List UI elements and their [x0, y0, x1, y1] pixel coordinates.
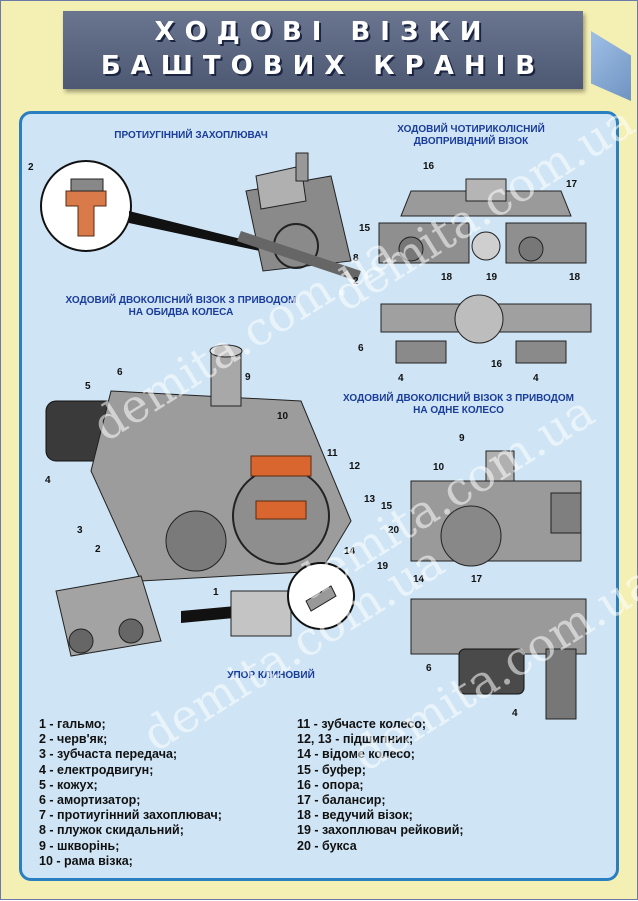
legend-item: 11 - зубчасте колесо;	[297, 717, 427, 731]
callout-13: 13	[364, 494, 376, 505]
legend-item: 5 - кожух;	[39, 777, 98, 792]
legend-item: 20 - букса	[297, 838, 357, 853]
legend-item: 3 - зубчаста передача;	[39, 747, 178, 762]
callout-6: 6	[426, 663, 432, 674]
callout-3: 3	[77, 525, 83, 536]
callout-5: 5	[85, 381, 91, 392]
legend-right: 11 - зубчасте колесо; 12, 13 - підшипник…	[297, 717, 464, 854]
callout-8: 8	[353, 253, 359, 264]
caption-two-wheel-one: ХОДОВИЙ ДВОКОЛІСНИЙ ВІЗОК З ПРИВОДОМ НА …	[343, 393, 574, 416]
callout-14: 14	[344, 546, 356, 557]
callout-4: 4	[398, 373, 404, 384]
legend-item: 2 - черв'як;	[39, 732, 108, 747]
wedge-stop	[55, 562, 355, 657]
callout-17: 17	[471, 574, 483, 585]
callout-18: 18	[569, 272, 581, 283]
callout-11: 11	[327, 448, 338, 459]
caption-four-wheel: ХОДОВИЙ ЧОТИРИКОЛІСНИЙ ДВОПРИВІДНИЙ ВІЗО…	[397, 124, 545, 147]
callout-4: 4	[512, 708, 518, 719]
callout-4: 4	[533, 373, 539, 384]
legend-item: 18 - ведучий візок;	[297, 808, 413, 823]
caption-two-wheel-rim: ХОДОВИЙ ДВОКОЛІСНИЙ ВІЗОК З ПРИВОДОМ НА …	[65, 295, 297, 318]
legend-item: 8 - плужок скидальний;	[39, 823, 184, 838]
callout-16: 16	[491, 359, 503, 370]
callout-20: 20	[388, 525, 400, 536]
callout-17: 17	[566, 179, 578, 190]
callout-19: 19	[486, 272, 498, 283]
callout-12: 12	[349, 461, 361, 472]
callout-4: 4	[45, 475, 51, 486]
legend-item: 15 - буфер;	[297, 762, 366, 777]
legend-item: 16 - опора;	[297, 777, 364, 792]
callout-15: 15	[381, 501, 393, 512]
legend-item: 17 - балансир;	[297, 793, 386, 808]
callout-19: 19	[377, 561, 389, 572]
two-wheel-rim-drive	[45, 344, 352, 582]
callout-2: 2	[95, 544, 101, 555]
legend-item: 9 - шкворінь;	[39, 838, 120, 853]
legend-item: 1 - гальмо;	[39, 717, 106, 731]
counterclamp-magnifier	[40, 160, 269, 253]
title-line-2: БАШТОВИХ КРАНІВ	[100, 51, 546, 81]
callout-18: 18	[441, 272, 453, 283]
callout-15: 15	[359, 223, 371, 234]
callout-2: 2	[28, 162, 34, 173]
caption-counterclamp: ПРОТИУГІННИЙ ЗАХОПЛЮВАЧ	[114, 130, 268, 141]
callout-9: 9	[459, 433, 465, 444]
legend-item: 10 - рама візка;	[39, 853, 133, 868]
four-wheel-bogie	[378, 178, 587, 264]
caption-wedge-stop: УПОР КЛИНОВИЙ	[227, 670, 315, 681]
legend-left: 1 - гальмо; 2 - черв'як; 3 - зубчаста пе…	[39, 717, 222, 869]
counterclamp-device	[237, 152, 361, 281]
callout-6: 6	[358, 343, 364, 354]
callout-10: 10	[433, 462, 445, 473]
legend-item: 19 - захоплювач рейковий;	[297, 823, 464, 838]
legend-item: 4 - електродвигун;	[39, 762, 154, 777]
legend-item: 12, 13 - підшипник;	[297, 732, 414, 747]
callout-9: 9	[245, 372, 251, 383]
callout-2: 2	[353, 276, 359, 287]
callout-6: 6	[117, 367, 123, 378]
legend-item: 6 - амортизатор;	[39, 793, 141, 808]
callout-10: 10	[277, 411, 289, 422]
callout-16: 16	[423, 161, 435, 172]
title-line-1: ХОДОВІ ВІЗКИ	[154, 17, 492, 47]
legend-item: 14 - відоме колесо;	[297, 747, 415, 762]
two-wheel-one-top	[410, 598, 587, 720]
callout-14: 14	[413, 574, 425, 585]
callout-1: 1	[213, 587, 219, 598]
four-wheel-top	[380, 294, 592, 364]
legend-item: 7 - протиугінний захоплювач;	[39, 808, 222, 823]
two-wheel-one-drive	[410, 450, 582, 567]
title-banner: ХОДОВІ ВІЗКИ БАШТОВИХ КРАНІВ	[63, 11, 583, 89]
